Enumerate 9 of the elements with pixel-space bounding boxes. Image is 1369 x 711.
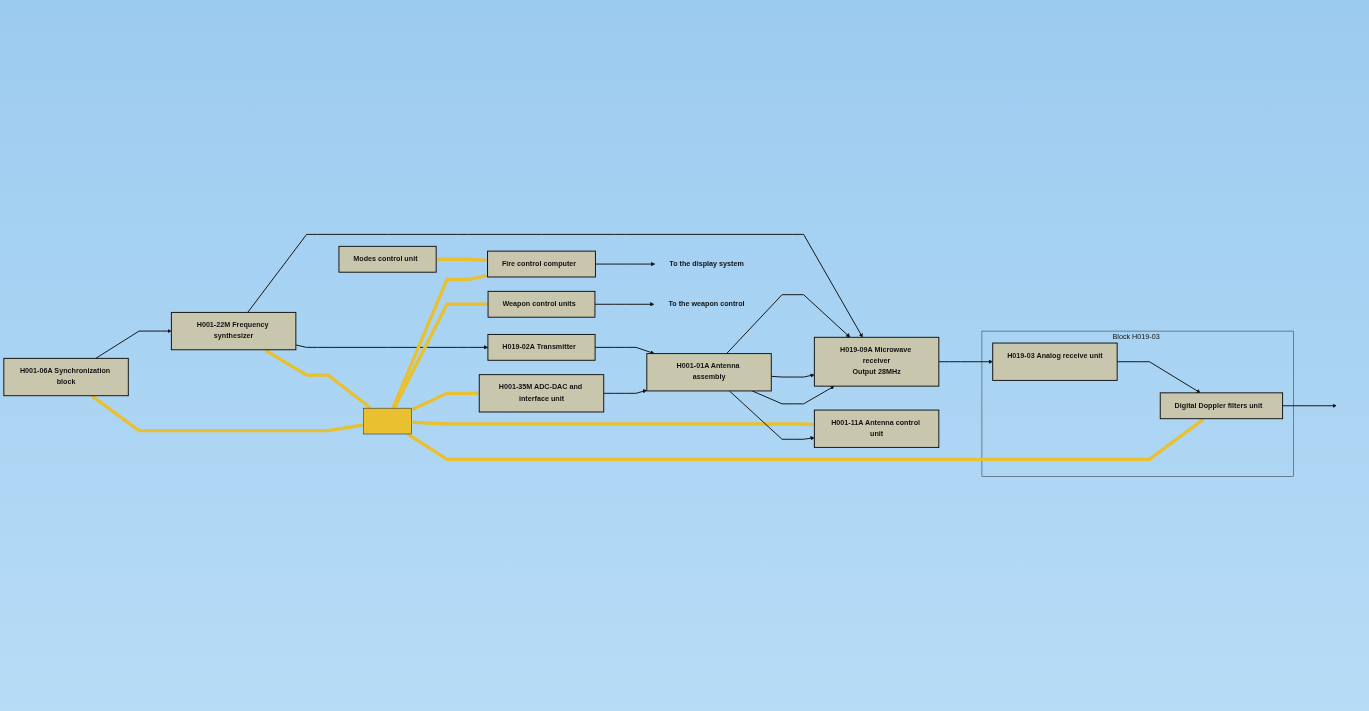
arrow: [391, 274, 488, 409]
arrow: [406, 418, 1205, 462]
arrow: [393, 302, 489, 409]
arrow: [91, 395, 364, 433]
arrow: [411, 420, 815, 427]
arrow: [411, 391, 480, 411]
node-bar: [363, 407, 412, 435]
arrow: [264, 349, 372, 409]
arrow: [436, 257, 488, 263]
